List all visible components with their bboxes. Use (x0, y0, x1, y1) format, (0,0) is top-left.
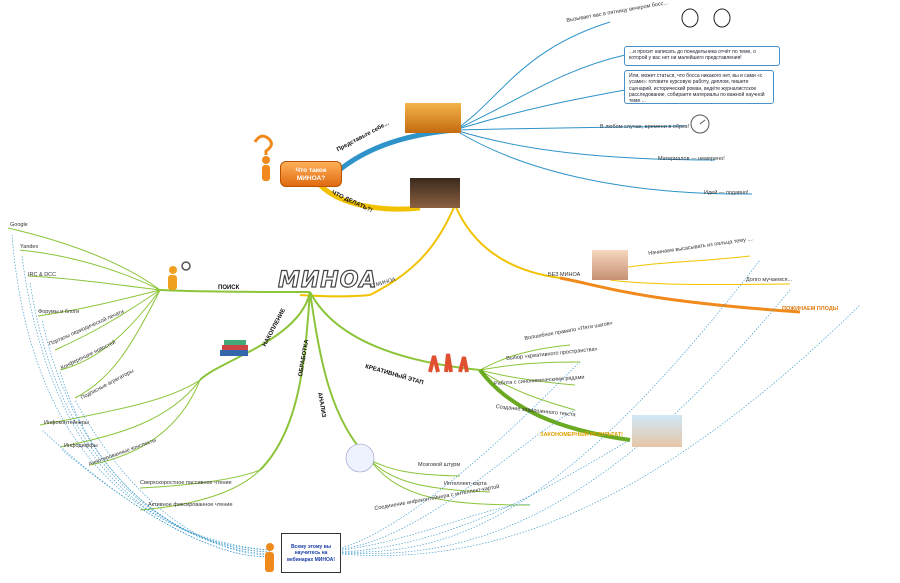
books-icon (220, 340, 248, 356)
search-item-forums: Форумы и блоги (38, 309, 80, 315)
processing-item-2: Активное фиксированное чтение (148, 502, 233, 508)
sunset-photo (405, 103, 461, 133)
analysis-item-2: Интеллект-карта (444, 481, 487, 487)
accum-item-containers: Инфоконтейнеры (44, 420, 89, 426)
search-item-google: Google (10, 222, 28, 228)
without-item-3: ПОЖИНАЕМ ПЛОДЫ (782, 306, 839, 312)
stressed-face-photo (410, 178, 460, 208)
family-photo (632, 415, 682, 447)
branch-green-lines (7, 227, 631, 511)
imagine-item-3: Или, может статься, что босса никакого н… (624, 70, 774, 104)
center-title: МИНОА (277, 267, 378, 293)
search-item-irc: IRC & DCC (28, 272, 57, 278)
hands-icon (428, 353, 469, 373)
imagine-item-2: ...и просит написать до понедельника отч… (624, 46, 780, 66)
search-figure-icon (168, 261, 191, 290)
dotted-return-lines (11, 234, 861, 557)
presenter-figure-icon (265, 543, 274, 572)
branch-without-label[interactable]: БЕЗ МИНОА (548, 272, 581, 278)
imagine-item-6: Идей — подавно! (704, 190, 749, 196)
search-item-yandex: Yandex (20, 244, 39, 250)
webinar-note: Всему этому вы научитесь на вебинарах МИ… (281, 533, 341, 573)
accum-item-infodiffs: Инфодиффы (64, 443, 98, 449)
without-item-2: Долго мучаемся... (746, 277, 793, 283)
search-label[interactable]: ПОИСК (218, 285, 240, 291)
processing-item-1: Сверхскоростное пассивное чтение (140, 480, 232, 486)
imagine-item-5: Материалов — немерено! (658, 156, 725, 162)
businessmen-icon (681, 8, 731, 28)
woman-thinking-photo (592, 250, 628, 280)
clock-icon (690, 114, 710, 134)
analysis-item-1: Мозговой штурм (418, 462, 461, 468)
question-figure-icon (253, 134, 273, 181)
imagine-item-4: В любом случае, времени в обрез! (600, 124, 690, 130)
final-result-label: ЗАКОНОМЕРНЫЙ РЕЗУЛЬТАТ! (540, 432, 624, 438)
start-node[interactable]: Что такое МИНОА? (280, 161, 342, 187)
wordcloud-icon (345, 443, 375, 473)
